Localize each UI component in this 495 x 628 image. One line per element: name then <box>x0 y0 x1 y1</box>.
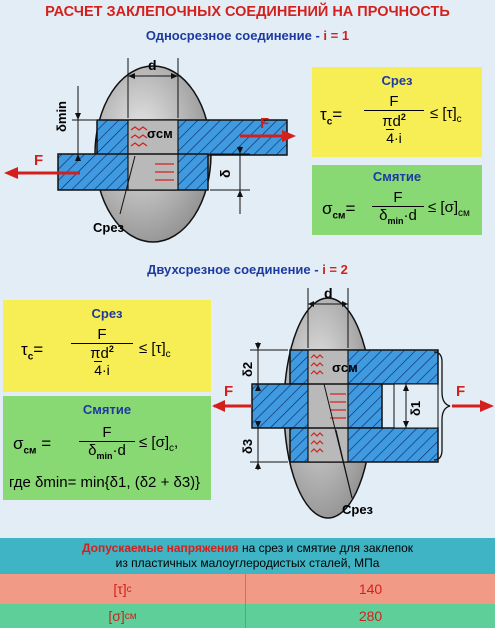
single-shear-heading-eq: i = 1 <box>323 28 350 43</box>
table-row: [σ]см 280 <box>0 604 495 628</box>
single-bearing-rhs: ≤ [σ]см <box>428 199 470 219</box>
double-shear-diagram: d δ2 δ3 δ1 σсм F F Срез <box>212 285 494 519</box>
label-delta3: δ3 <box>240 439 255 454</box>
label-force-right: F <box>260 115 269 132</box>
table-cell-value: 140 <box>358 581 383 597</box>
single-shear-diagram: d δmin δ σсм F F Срез <box>4 57 296 243</box>
table-row: [τ]с 140 <box>0 574 495 604</box>
single-shear-lhs: τс= <box>320 105 343 128</box>
single-bearing-title: Смятие <box>372 169 422 184</box>
label-d-double: d <box>324 285 333 301</box>
double-shear-rhs: ≤ [τ]с <box>139 340 171 360</box>
table-cell-name: [τ]с <box>0 574 246 604</box>
label-srez: Срез <box>93 220 125 235</box>
label-sigma-cm-double: σсм <box>332 360 358 375</box>
label-delta-min: δmin <box>54 101 69 132</box>
single-shear-title: Срез <box>381 73 413 88</box>
table-caption: Допускаемые напряжения на срез и смятие … <box>0 538 495 574</box>
single-shear-box: Срез τс= F πd2 4·i ≤ [τ]с <box>312 67 482 157</box>
double-shear-heading: Двухсрезное соединение - i = 2 <box>0 262 495 277</box>
table-cell-name: [σ]см <box>0 604 246 628</box>
label-force-right-double: F <box>456 383 465 400</box>
double-shear-fraction: F πd2 4·i <box>71 326 133 378</box>
double-bearing-lhs: σсм = <box>13 434 52 457</box>
double-bearing-title: Смятие <box>82 402 132 417</box>
rivet-shank-double <box>307 349 349 463</box>
table-caption-line2: из пластичных малоуглеродистых сталей, М… <box>115 556 380 570</box>
label-delta: δ <box>217 170 233 179</box>
double-bearing-where: где δmin= min{δ1, (δ2 + δ3)} <box>9 474 201 491</box>
double-shear-heading-text: Двухсрезное соединение - <box>147 262 323 277</box>
double-bearing-fraction: F δmin·d <box>79 424 135 461</box>
label-srez-double: Срез <box>342 502 374 517</box>
label-delta1: δ1 <box>408 401 423 416</box>
label-d: d <box>148 57 157 73</box>
table-cell-value: 280 <box>358 608 383 624</box>
double-shear-lhs: τс= <box>21 340 44 363</box>
bearing-arrows <box>130 126 174 181</box>
page-title: РАСЧЕТ ЗАКЛЕПОЧНЫХ СОЕДИНЕНИЙ НА ПРОЧНОС… <box>45 4 450 20</box>
single-bearing-lhs: σсм= <box>322 199 356 222</box>
rivet-shank <box>127 119 179 191</box>
label-force-left-double: F <box>224 383 233 400</box>
single-shear-fraction: F πd2 4·i <box>364 93 424 146</box>
bearing-arrows-double <box>310 354 346 453</box>
single-shear-heading-text: Односрезное соединение - <box>145 28 324 43</box>
single-shear-rhs: ≤ [τ]с <box>430 105 462 125</box>
single-bearing-box: Смятие σсм= F δmin·d ≤ [σ]см <box>312 165 482 235</box>
double-bearing-rhs: ≤ [σ]с, <box>139 434 179 454</box>
table-caption-red: Допускаемые напряжения <box>81 541 239 555</box>
double-shear-heading-eq: i = 2 <box>322 262 348 277</box>
double-shear-title: Срез <box>91 306 123 321</box>
label-sigma-cm: σсм <box>147 126 173 141</box>
label-force-left: F <box>34 152 43 169</box>
single-bearing-fraction: F δmin·d <box>372 189 424 226</box>
table-caption-rest: на срез и смятие для заклепок <box>238 541 414 555</box>
double-shear-box: Срез τс= F πd2 4·i ≤ [τ]с <box>3 300 211 392</box>
single-shear-heading: Односрезное соединение - i = 1 <box>0 28 495 43</box>
label-delta2: δ2 <box>240 362 255 377</box>
double-bearing-box: Смятие σсм = F δmin·d ≤ [σ]с, где δmin= … <box>3 396 211 500</box>
